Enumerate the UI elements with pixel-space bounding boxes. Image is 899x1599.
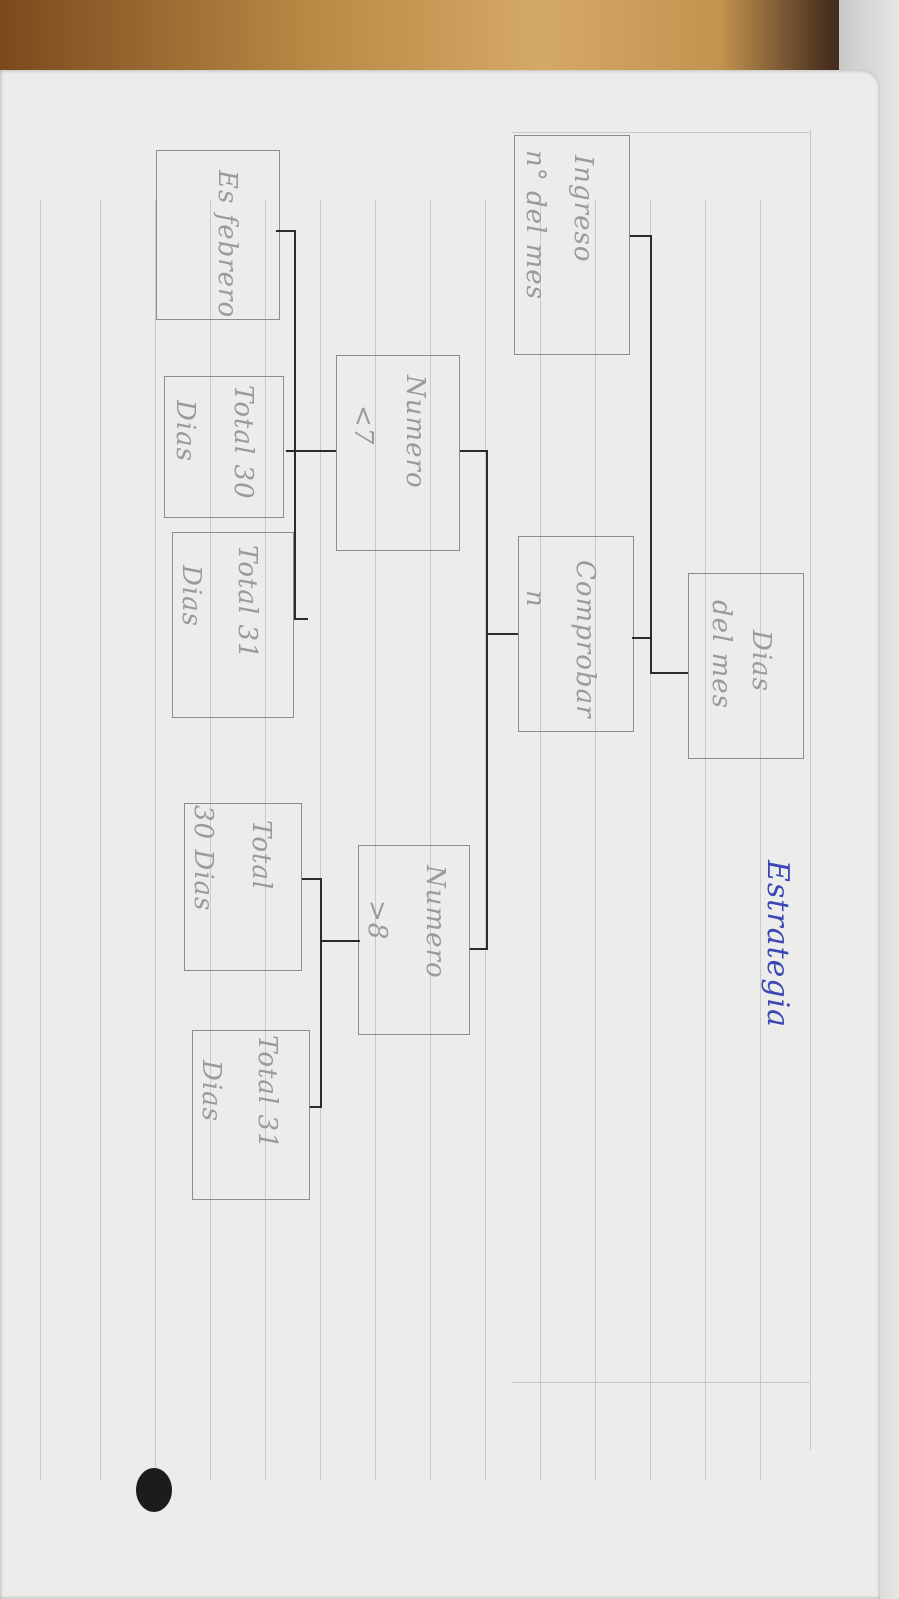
category-ingreso-line2: n° del mes — [520, 150, 550, 301]
leaf-total30b-line1: Total — [246, 820, 276, 891]
ruled-line — [760, 200, 762, 1480]
ruled-line — [155, 200, 157, 1480]
category-node-comprobar — [518, 536, 634, 732]
margin-line — [810, 130, 812, 1450]
leaf-febrero-line1: Es febrero — [212, 170, 242, 319]
connector — [320, 878, 322, 1108]
branch-mayor-line1: Numero — [420, 865, 450, 979]
ruled-line — [265, 200, 267, 1480]
root-label-2: del mes — [706, 600, 736, 709]
connector — [302, 878, 322, 880]
ruled-line — [512, 1382, 810, 1384]
branch-node-menor — [336, 355, 460, 551]
connector — [294, 230, 296, 620]
connector — [286, 450, 336, 452]
leaf-total31b-line1: Total 31 — [252, 1035, 282, 1150]
leaf-node-total30-b — [184, 803, 302, 971]
ruled-line — [595, 200, 597, 1480]
category-comprobar-line1: Comprobar — [570, 560, 600, 719]
leaf-total30b-line2: 30 Dias — [188, 805, 218, 912]
leaf-node-febrero — [156, 150, 280, 320]
connector — [486, 633, 518, 635]
root-label-1: Dias — [746, 630, 776, 693]
branch-menor-line1: Numero — [400, 375, 430, 489]
notebook-page — [0, 70, 880, 1599]
ruled-line — [100, 200, 102, 1480]
connector — [630, 235, 652, 237]
leaf-total31a-line1: Total 31 — [232, 545, 262, 660]
branch-menor-line2: <7 — [348, 405, 378, 446]
connector — [650, 672, 688, 674]
leaf-total30-line1: Total 30 — [228, 385, 258, 500]
connector — [632, 637, 652, 639]
leaf-total30-line2: Dias — [170, 400, 200, 463]
punch-hole — [136, 1468, 172, 1512]
branch-mayor-line2: >8 — [362, 900, 392, 941]
category-ingreso-line1: Ingreso — [568, 155, 598, 263]
connector — [276, 230, 296, 232]
ruled-line — [650, 200, 652, 1480]
ruled-line — [485, 200, 487, 1480]
connector — [294, 618, 308, 620]
connector — [320, 940, 360, 942]
ruled-line — [375, 200, 377, 1480]
ruled-line — [512, 132, 810, 134]
ruled-line — [320, 200, 322, 1480]
category-node-ingreso — [514, 135, 630, 355]
connector — [460, 450, 488, 452]
connector — [650, 235, 652, 673]
leaf-total31a-line2: Dias — [176, 565, 206, 628]
connector — [486, 450, 488, 950]
leaf-node-total30 — [164, 376, 284, 518]
leaf-node-total31-b — [192, 1030, 310, 1200]
ruled-line — [210, 200, 212, 1480]
ruled-line — [430, 200, 432, 1480]
ruled-line — [40, 200, 42, 1480]
ruled-line — [705, 200, 707, 1480]
connector — [310, 1106, 322, 1108]
leaf-total31b-line2: Dias — [196, 1060, 226, 1123]
category-comprobar-line2: n — [520, 590, 550, 608]
ruled-line — [540, 200, 542, 1480]
connector — [470, 948, 488, 950]
diagram-title: Estrategia — [760, 860, 795, 1029]
root-node — [688, 573, 804, 759]
leaf-node-total31-a — [172, 532, 294, 718]
